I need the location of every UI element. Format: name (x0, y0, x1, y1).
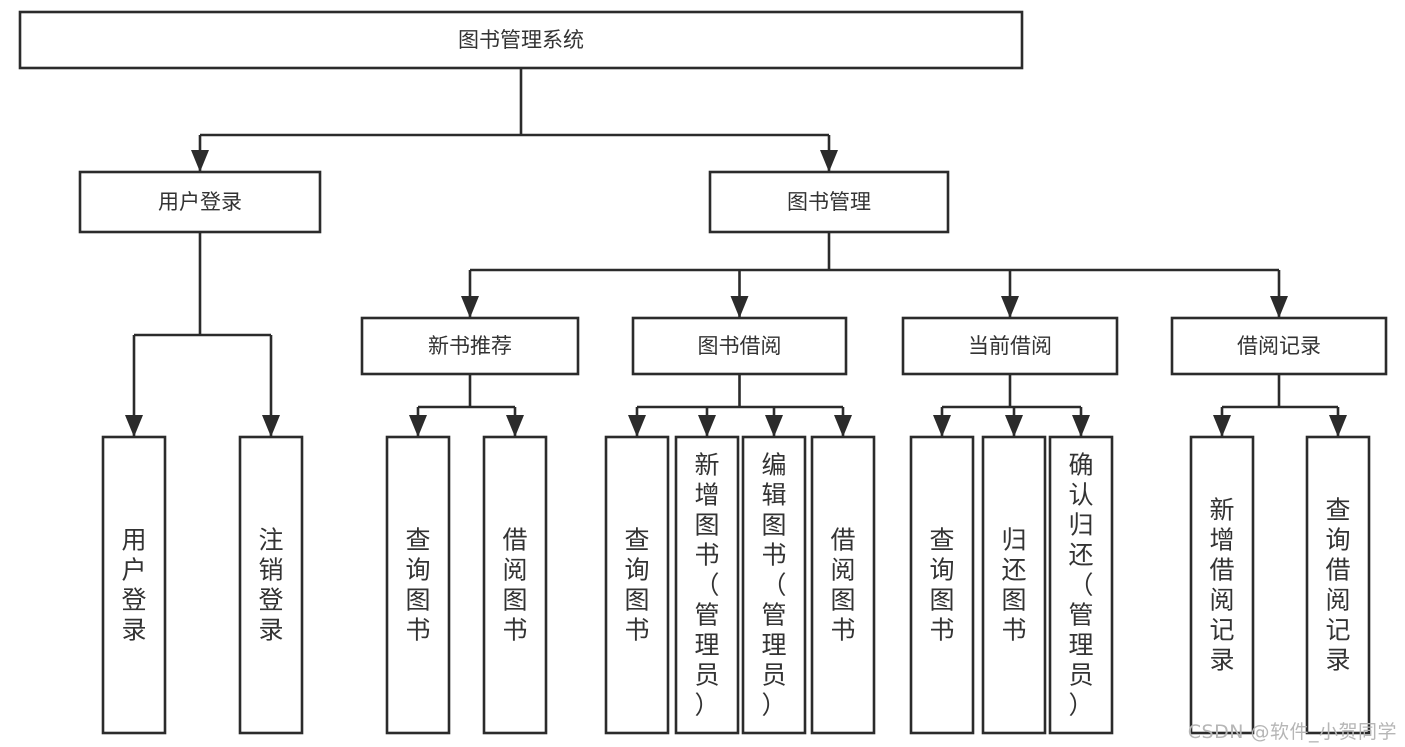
connector-book-borrow-to-leaves (628, 374, 852, 437)
node-label: 新书推荐 (428, 334, 512, 358)
node-leaf-user-login[interactable]: 用户登录 (101, 435, 167, 735)
connector-new-book-rec-to-leaves (409, 374, 524, 437)
arrow-head-icon (730, 296, 749, 318)
arrow-head-icon (191, 150, 209, 172)
node-leaf-query-book-borrow[interactable]: 查询图书 (604, 435, 670, 735)
node-leaf-borrow-book[interactable]: 借阅图书 (810, 435, 876, 735)
arrow-head-icon (506, 415, 524, 437)
arrow-head-icon (1072, 415, 1090, 437)
connector-user-login-to-leaves (125, 232, 280, 437)
connector-borrow-record-to-leaves (1213, 374, 1347, 437)
connector-book-manage-to-level2 (461, 232, 1288, 318)
node-label: 归还图书 (1001, 525, 1026, 644)
node-leaf-confirm-return[interactable]: 确认归还（管理员） (1048, 435, 1114, 735)
node-leaf-return-book[interactable]: 归还图书 (981, 435, 1047, 735)
node-label: 查询借阅记录 (1325, 495, 1350, 674)
node-label: 查询图书 (624, 525, 649, 644)
node-label: 查询图书 (405, 525, 430, 644)
node-label: 借阅图书 (502, 525, 527, 644)
node-new-book-rec[interactable]: 新书推荐 (360, 316, 580, 376)
node-leaf-borrow-book-rec[interactable]: 借阅图书 (482, 435, 548, 735)
node-label: 图书借阅 (698, 334, 782, 358)
node-label: 新增图书（管理员） (694, 450, 719, 719)
arrow-head-icon (1001, 296, 1019, 318)
node-user-login[interactable]: 用户登录 (78, 170, 322, 234)
arrow-head-icon (834, 415, 852, 437)
arrow-head-icon (1213, 415, 1231, 437)
node-book-manage[interactable]: 图书管理 (708, 170, 950, 234)
node-leaf-query-book-rec[interactable]: 查询图书 (385, 435, 451, 735)
node-label: 确认归还（管理员） (1068, 450, 1093, 719)
node-label: 借阅记录 (1237, 334, 1321, 358)
arrow-head-icon (628, 415, 646, 437)
node-label: 查询图书 (929, 525, 954, 644)
node-borrow-record[interactable]: 借阅记录 (1170, 316, 1388, 376)
arrow-head-icon (765, 415, 783, 437)
arrow-head-icon (1270, 296, 1288, 318)
node-label: 图书管理系统 (458, 28, 584, 52)
node-layer: 图书管理系统用户登录图书管理新书推荐图书借阅当前借阅借阅记录用户登录注销登录查询… (18, 10, 1388, 735)
node-leaf-edit-book[interactable]: 编辑图书（管理员） (741, 435, 807, 735)
node-current-borrow[interactable]: 当前借阅 (901, 316, 1119, 376)
node-label: 编辑图书（管理员） (761, 450, 786, 719)
node-label: 用户登录 (158, 190, 242, 214)
node-leaf-query-record[interactable]: 查询借阅记录 (1305, 435, 1371, 735)
node-label: 图书管理 (787, 190, 871, 214)
node-label: 注销登录 (258, 525, 283, 644)
node-label: 借阅图书 (830, 525, 855, 644)
arrow-head-icon (262, 415, 280, 437)
arrow-head-icon (698, 415, 716, 437)
arrow-head-icon (933, 415, 951, 437)
arrow-head-icon (820, 150, 838, 172)
node-leaf-query-book-cur[interactable]: 查询图书 (909, 435, 975, 735)
node-leaf-add-record[interactable]: 新增借阅记录 (1189, 435, 1255, 735)
arrow-head-icon (1005, 415, 1023, 437)
node-book-borrow[interactable]: 图书借阅 (631, 316, 848, 376)
node-leaf-add-book[interactable]: 新增图书（管理员） (674, 435, 740, 735)
node-label: 当前借阅 (968, 334, 1052, 358)
node-label: 用户登录 (121, 525, 146, 644)
node-label: 新增借阅记录 (1209, 495, 1234, 674)
arrow-head-icon (461, 296, 479, 318)
watermark-label: CSDN @软件_小贺同学 (1187, 721, 1397, 743)
node-leaf-logout[interactable]: 注销登录 (238, 435, 304, 735)
node-root[interactable]: 图书管理系统 (18, 10, 1024, 70)
arrow-head-icon (1329, 415, 1347, 437)
connector-current-borrow-to-leaves (933, 374, 1090, 437)
connector-root-to-level1 (191, 68, 838, 172)
connector-layer (125, 68, 1347, 437)
arrow-head-icon (125, 415, 143, 437)
arrow-head-icon (409, 415, 427, 437)
